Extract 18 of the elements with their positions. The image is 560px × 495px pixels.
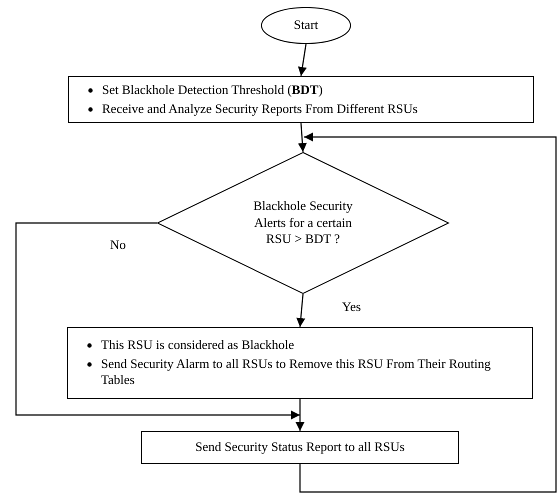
- node-text: Send Security Status Report to all RSUs: [195, 439, 405, 454]
- node-text: Start: [294, 17, 318, 32]
- arrow: [296, 399, 304, 431]
- process-box: [67, 327, 533, 399]
- arrow: [298, 122, 307, 152]
- arrow: [299, 132, 557, 493]
- arrow: [15, 222, 300, 420]
- arrow: [296, 294, 306, 328]
- start-oval: [261, 7, 351, 44]
- node-text: Blackhole Security Alerts for a certain RSU > BDT ?: [253, 198, 353, 246]
- bullet-text: Receive and Analyze Security Reports From Different RSUs: [102, 100, 418, 116]
- process-box: [141, 431, 459, 464]
- arrow: [298, 44, 307, 76]
- bullet-text: This RSU is considered as Blackhole: [101, 336, 294, 352]
- process-box: [68, 76, 534, 123]
- decision-diamond: [157, 152, 449, 294]
- bullet-text: Send Security Alarm to all RSUs to Remove this RSU From Their Routing Tables: [101, 356, 491, 388]
- bullet-text: Set Blackhole Detection Threshold (BDT): [102, 82, 323, 97]
